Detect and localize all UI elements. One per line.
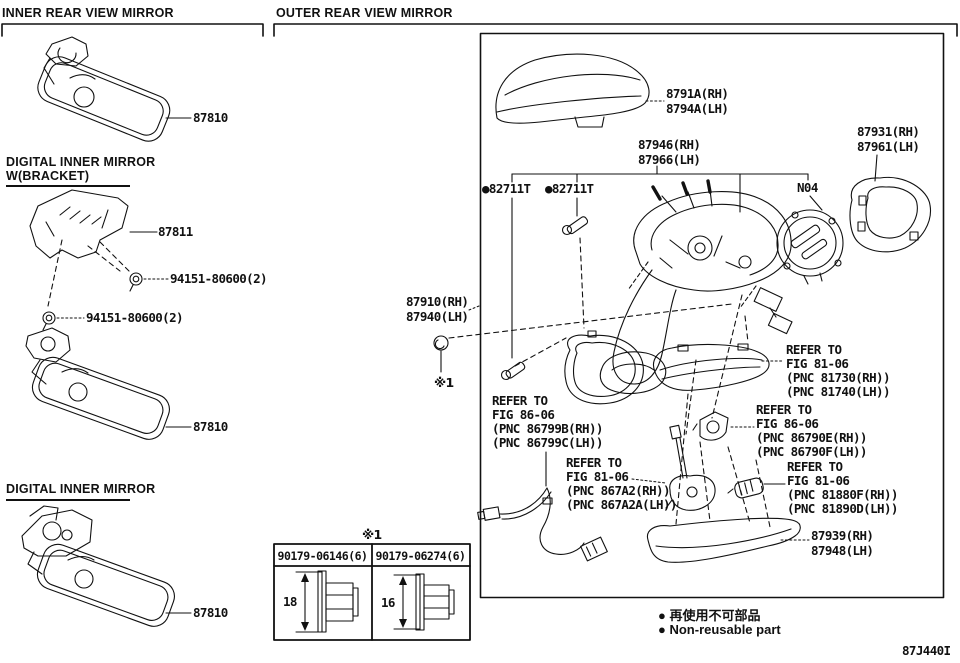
refer-note-harness: REFER TO FIG 86-06 (PNC 86799B(RH)) (PNC…: [492, 394, 603, 450]
outer-section-title: OUTER REAR VIEW MIRROR: [276, 6, 453, 20]
part-label-mirror-cover: 8791A(RH) 8794A(LH): [666, 86, 729, 116]
part-label-actuator: N04: [797, 180, 818, 195]
inner-bracket-sketch: [29, 189, 169, 331]
inner-mirror-top-sketch: [37, 36, 192, 142]
refer-note-holder-stud: REFER TO FIG 81-06 (PNC 867A2(RH)) (PNC …: [566, 456, 677, 512]
label-line: 87910(RH): [406, 294, 469, 309]
mirror-cover-sketch: [495, 53, 665, 128]
legend-non-reusable-jp: ● 再使用不可部品: [658, 608, 761, 623]
refer-line: (PNC 867A2A(LH)): [566, 497, 677, 512]
digital-mirror-bracket-heading: DIGITAL INNER MIRROR W(BRACKET): [6, 155, 156, 187]
refer-line: (PNC 86799B(RH)): [492, 421, 603, 436]
part-label-mirror-assembly: 87946(RH) 87966(LH): [638, 137, 701, 167]
part-label-mirror-base: 87910(RH) 87940(LH): [406, 294, 469, 324]
nut-table-note-marker: ※1: [362, 527, 382, 542]
refer-line: (PNC 86790F(LH)): [756, 444, 867, 459]
inner-section-title: INNER REAR VIEW MIRROR: [2, 6, 174, 20]
refer-line: REFER TO: [786, 342, 842, 357]
part-label-lower-cover: 87939(RH) 87948(LH): [811, 528, 874, 558]
legend-non-reusable-en: ● Non-reusable part: [658, 622, 781, 637]
inner-mirror-digital-sketch: [21, 505, 192, 627]
heading-line: W(BRACKET): [6, 168, 90, 183]
part-label-nut-2: 94151-80600(2): [86, 310, 184, 325]
heading-line: DIGITAL INNER MIRROR: [6, 155, 156, 169]
note-marker-1: ※1: [434, 375, 454, 390]
refer-note-camera: REFER TO FIG 86-06 (PNC 86790E(RH)) (PNC…: [756, 403, 867, 459]
inner-section-bracket: [1, 23, 264, 37]
refer-note-foot-lamp: REFER TO FIG 81-06 (PNC 81880F(RH)) (PNC…: [787, 460, 898, 516]
heading-line: DIGITAL INNER MIRROR: [6, 482, 156, 496]
camera-sketch: [692, 411, 755, 441]
part-label-mirror-glass: 87931(RH) 87961(LH): [857, 124, 920, 154]
digital-mirror-heading: DIGITAL INNER MIRROR: [6, 482, 156, 501]
clip-pin-2: [561, 216, 589, 236]
label-line: 87931(RH): [857, 124, 920, 139]
refer-line: (PNC 81880F(RH)): [787, 487, 898, 502]
refer-line: (PNC 86790E(RH)): [756, 430, 867, 445]
part-label-inner-mirror-top: 87810: [193, 110, 228, 125]
refer-line: REFER TO: [492, 393, 548, 408]
mirror-glass-sketch: [849, 154, 932, 253]
clip-dashed-links: [514, 237, 585, 367]
label-line: 87946(RH): [638, 137, 701, 152]
nut-table-header-left: 90179-06146(6): [277, 549, 368, 563]
turn-signal-lamp-sketch: [653, 343, 785, 391]
part-label-clip-1: ●82711T: [482, 181, 531, 196]
mirror-assembly-sketch: [599, 179, 793, 394]
gasket-sketch: [564, 330, 644, 405]
refer-line: FIG 81-06: [787, 473, 850, 488]
nut-table-left-sketch: [295, 570, 359, 633]
refer-line: REFER TO: [787, 459, 843, 474]
part-label-inner-mirror-bottom: 87810: [193, 605, 228, 620]
label-line: 87966(LH): [638, 152, 701, 167]
refer-line: (PNC 86799C(LH)): [492, 435, 603, 450]
base-nut-icon: [433, 303, 733, 373]
refer-line: FIG 86-06: [756, 416, 819, 431]
actuator-sketch: [776, 209, 844, 285]
nut-table-right-sketch: [393, 573, 455, 631]
figure-code: 87J440I: [902, 643, 951, 658]
label-line: 8791A(RH): [666, 86, 729, 101]
outer-section-bracket: [273, 23, 958, 37]
part-label-bracket: 87811: [158, 224, 193, 239]
lower-cover-sketch: [646, 517, 810, 563]
part-label-nut-1: 94151-80600(2): [170, 271, 268, 286]
label-line: 87961(LH): [857, 139, 920, 154]
refer-line: FIG 81-06: [786, 356, 849, 371]
refer-line: (PNC 81890D(LH)): [787, 501, 898, 516]
nut-table-header-right: 90179-06274(6): [375, 549, 466, 563]
clip-pin-1: [500, 361, 526, 381]
refer-line: FIG 81-06: [566, 469, 629, 484]
label-line: 87940(LH): [406, 309, 469, 324]
label-line: 87948(LH): [811, 543, 874, 558]
label-line: 87939(RH): [811, 528, 874, 543]
refer-line: REFER TO: [566, 455, 622, 470]
refer-line: (PNC 81730(RH)): [786, 370, 890, 385]
refer-line: (PNC 867A2(RH)): [566, 483, 670, 498]
label-line: 8794A(LH): [666, 101, 729, 116]
nut-size-left: 18: [283, 594, 297, 609]
inner-mirror-mid-sketch: [25, 327, 192, 440]
part-label-inner-mirror-mid: 87810: [193, 419, 228, 434]
refer-note-turn-signal: REFER TO FIG 81-06 (PNC 81730(RH)) (PNC …: [786, 343, 890, 399]
refer-line: (PNC 81740(LH)): [786, 384, 890, 399]
nut-size-right: 16: [381, 595, 395, 610]
foot-lamp-sketch: [727, 477, 786, 499]
refer-line: FIG 86-06: [492, 407, 555, 422]
part-label-clip-2: ●82711T: [545, 181, 594, 196]
refer-line: REFER TO: [756, 402, 812, 417]
